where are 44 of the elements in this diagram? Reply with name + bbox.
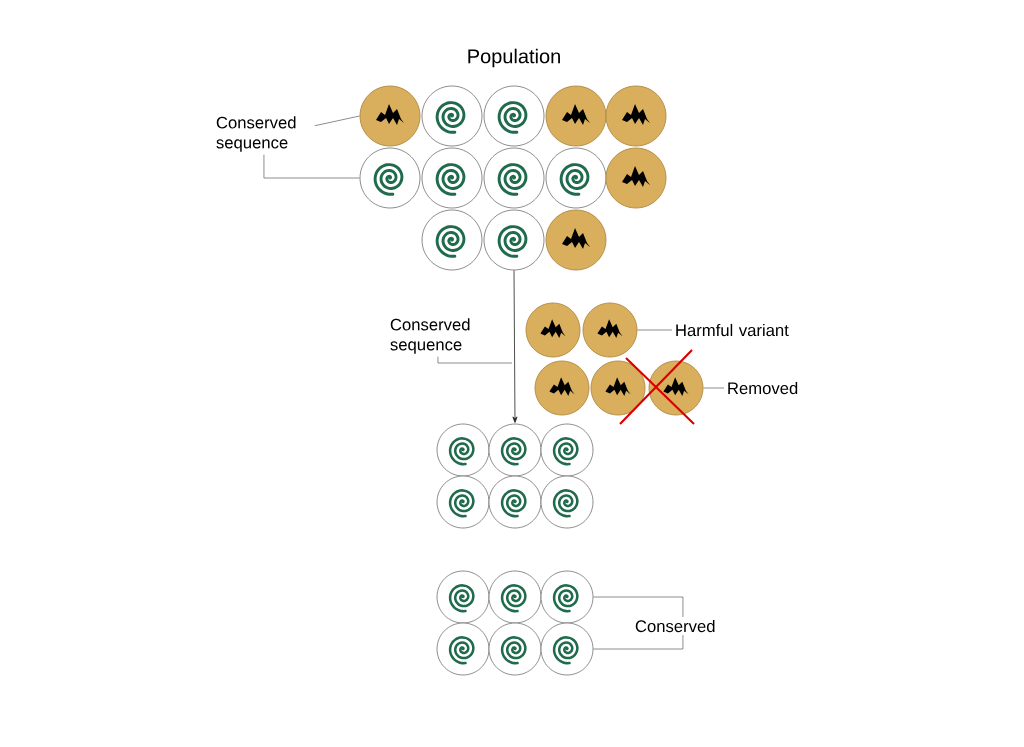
- leader-line: [593, 634, 684, 650]
- label-text: Conserved sequence: [390, 318, 470, 354]
- spiral-circle: [436, 475, 490, 529]
- spiral-circle: [483, 85, 545, 147]
- label-text: Conserved sequence: [216, 116, 296, 152]
- variant-circle: [590, 360, 646, 416]
- leader-line: [593, 596, 684, 618]
- spiral-circle: [483, 209, 545, 271]
- spiral-circle: [488, 622, 542, 676]
- spiral-circle: [421, 85, 483, 147]
- variant-circle: [534, 360, 590, 416]
- label-text: Removed: [728, 381, 798, 395]
- spiral-circle: [488, 570, 542, 624]
- spiral-circle: [488, 475, 542, 529]
- label-text: Harmful variant: [676, 323, 789, 337]
- spiral-circle: [545, 147, 607, 209]
- variant-circle: [605, 147, 667, 209]
- leader-line: [263, 154, 360, 179]
- variant-circle: [545, 209, 607, 271]
- leader-line: [637, 329, 673, 331]
- spiral-circle: [540, 570, 594, 624]
- spiral-circle: [359, 147, 421, 209]
- spiral-circle: [483, 147, 545, 209]
- leader-line: [314, 115, 360, 127]
- leader-line: [703, 387, 725, 389]
- spiral-circle: [540, 622, 594, 676]
- leader-line: [437, 356, 513, 364]
- spiral-circle: [421, 209, 483, 271]
- variant-circle: [605, 85, 667, 147]
- variant-circle: [545, 85, 607, 147]
- spiral-circle: [421, 147, 483, 209]
- variant-circle: [582, 302, 638, 358]
- spiral-circle: [436, 423, 490, 477]
- spiral-circle: [540, 475, 594, 529]
- variant-circle: [359, 85, 421, 147]
- label-text: Conserved: [635, 619, 715, 633]
- variant-circle: [525, 302, 581, 358]
- spiral-circle: [488, 423, 542, 477]
- spiral-circle: [436, 570, 490, 624]
- title: Population: [468, 48, 560, 68]
- variant-circle: [648, 360, 704, 416]
- spiral-circle: [540, 423, 594, 477]
- spiral-circle: [436, 622, 490, 676]
- arrow: [512, 270, 518, 423]
